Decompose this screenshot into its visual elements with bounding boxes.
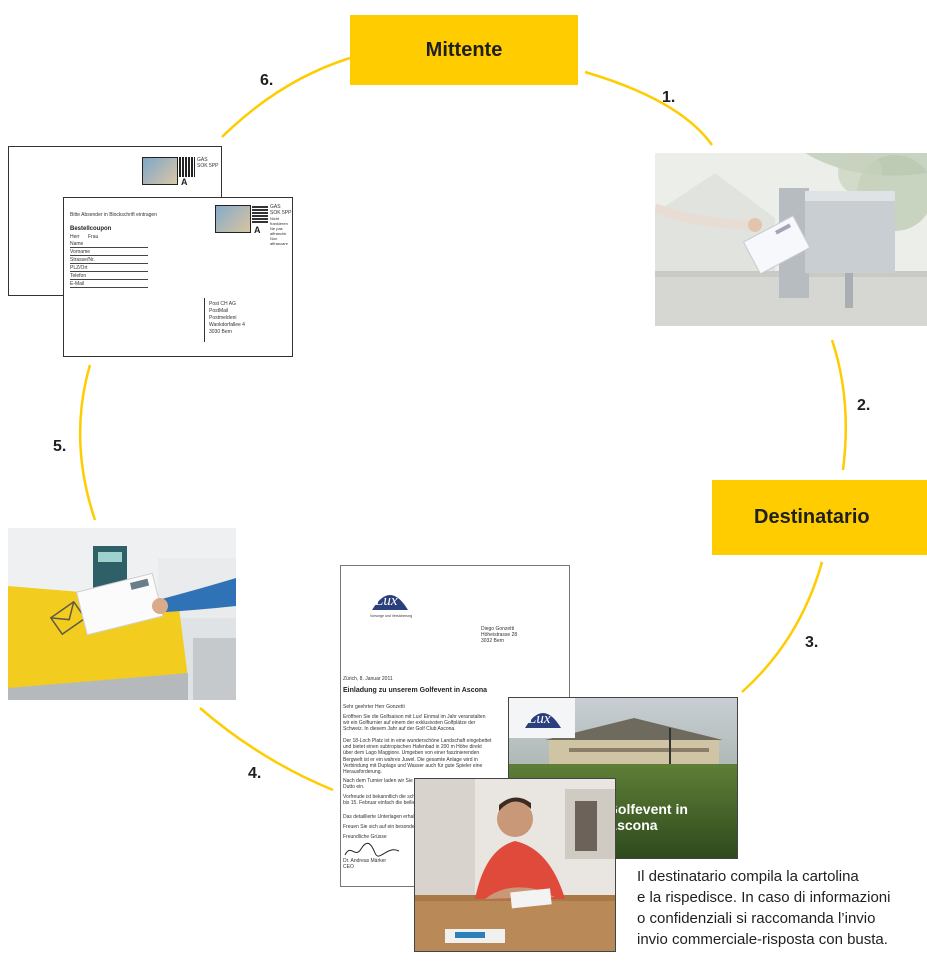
postcard-title: Golfevent in Ascona	[607, 801, 688, 833]
coupon-photo	[215, 205, 251, 233]
coupon-field-label: Vorname	[70, 249, 91, 255]
arc-step-1	[584, 70, 714, 146]
letter-paragraph: Der 18-Loch Platz ist in eine wunderschö…	[343, 738, 492, 776]
postcard-logo-arc-icon	[525, 713, 561, 728]
mailbox-illustration	[655, 153, 927, 326]
coupon-field-label: E-Mail	[70, 281, 85, 287]
step-label-6: 6.	[260, 72, 274, 89]
postbox-illustration	[8, 528, 236, 700]
reply-card-front: Bitte Absender in Blockschrift eintragen…	[63, 197, 293, 357]
coupon-qr-icon	[252, 205, 268, 223]
coupon-address-line: 3030 Bern	[209, 329, 233, 335]
coupon-address-line: Postmeldeni	[209, 315, 237, 321]
recipient-writing-photo	[414, 778, 616, 952]
coupon-field-line	[70, 263, 148, 264]
card-back-qr-icon	[179, 157, 195, 177]
lux-logo-sub: Vorsorge und Versicherung	[370, 614, 413, 618]
coupon-field-label: Name	[70, 241, 84, 247]
coupon-stamp-note: Nicht frankieren Ne pas affranchir Non a…	[270, 216, 288, 246]
coupon-note: Bitte Absender in Blockschrift eintragen	[70, 212, 157, 218]
letter-recipient-line: Diego Gonzetti	[481, 626, 515, 632]
arc-step-5	[78, 364, 97, 521]
letter-closing: Freundliche Grüsse	[343, 834, 387, 840]
letter-paragraph: Das detaillierte Unterlagen erhalten Sie…	[343, 814, 462, 820]
coupon-field-label: Strasse/Nr.	[70, 257, 95, 263]
writing-man-illustration	[415, 779, 615, 951]
lux-logo-text: Lux	[375, 593, 398, 609]
letter-signer-title: CEO	[343, 864, 354, 870]
coupon-field-line	[70, 279, 148, 280]
recipient-node: Destinatario	[712, 480, 927, 555]
mailbox-photo	[655, 153, 927, 326]
recipient-label: Destinatario	[754, 506, 870, 528]
lux-logo: Lux	[370, 586, 410, 612]
step-label-4: 4.	[248, 765, 262, 782]
coupon-address-line: Wankdorfallee 4	[209, 322, 245, 328]
coupon-field-line	[70, 255, 148, 256]
step-label-2: 2.	[857, 397, 871, 414]
lux-logo-arc-icon	[372, 595, 408, 610]
arc-step-4	[199, 707, 334, 792]
recipient-caption: Il destinatario compila la cartolina e l…	[637, 868, 891, 948]
step-label-1: 1.	[662, 89, 676, 106]
step-label-5: 5.	[53, 438, 67, 455]
signature-icon	[344, 842, 400, 857]
coupon-option-1: Herr	[70, 234, 80, 240]
coupon-title: Bestellcoupon	[70, 226, 112, 232]
letter-paragraph: Eröffnen Sie die Golfsaison mit Lux! Ein…	[343, 714, 486, 733]
letter-heading: Einladung zu unserem Golfevent in Ascona	[343, 687, 488, 694]
coupon-field-label: Telefon	[70, 273, 87, 279]
postcard-logo-text: Lux	[528, 711, 551, 727]
postcard-logo: Lux	[523, 704, 563, 730]
arc-step-3	[741, 561, 824, 693]
coupon-field-line	[70, 287, 148, 288]
postbox-photo	[8, 528, 236, 700]
address-divider	[204, 298, 205, 342]
card-back-stamp-text: GAS SOK 5PP	[197, 157, 219, 170]
coupon-field-line	[70, 271, 148, 272]
coupon-address-line: Post CH AG	[209, 301, 236, 307]
arc-step-2	[830, 339, 848, 471]
coupon-option-2: Frau	[88, 234, 99, 240]
letter-paragraph: Freuen Sie sich auf ein besonderes Erleb…	[343, 824, 443, 830]
letter-salutation: Sehr geehrter Herr Gonzetti	[343, 704, 405, 710]
coupon-address-line: PostMail	[209, 308, 229, 314]
card-back-stamp-letter: A	[181, 177, 188, 187]
sender-label: Mittente	[425, 38, 503, 61]
coupon-stamp-letter: A	[254, 225, 261, 235]
letter-recipient-line: 3032 Bern	[481, 638, 505, 644]
coupon-stamp-text: GAS SOK 5PP	[270, 204, 292, 217]
coupon-field-line	[70, 247, 148, 248]
card-back-photo	[142, 157, 178, 185]
arc-step-6	[221, 56, 351, 138]
step-label-3: 3.	[805, 634, 819, 651]
letter-date: Zürich, 8. Januar 2011	[343, 676, 393, 682]
letter-signer: Dr. Andreas Märker	[343, 858, 387, 864]
letter-recipient-line: Höheistrasse 28	[481, 632, 518, 638]
sender-node: Mittente	[350, 15, 578, 85]
coupon-field-label: PLZ/Ort	[70, 265, 88, 271]
